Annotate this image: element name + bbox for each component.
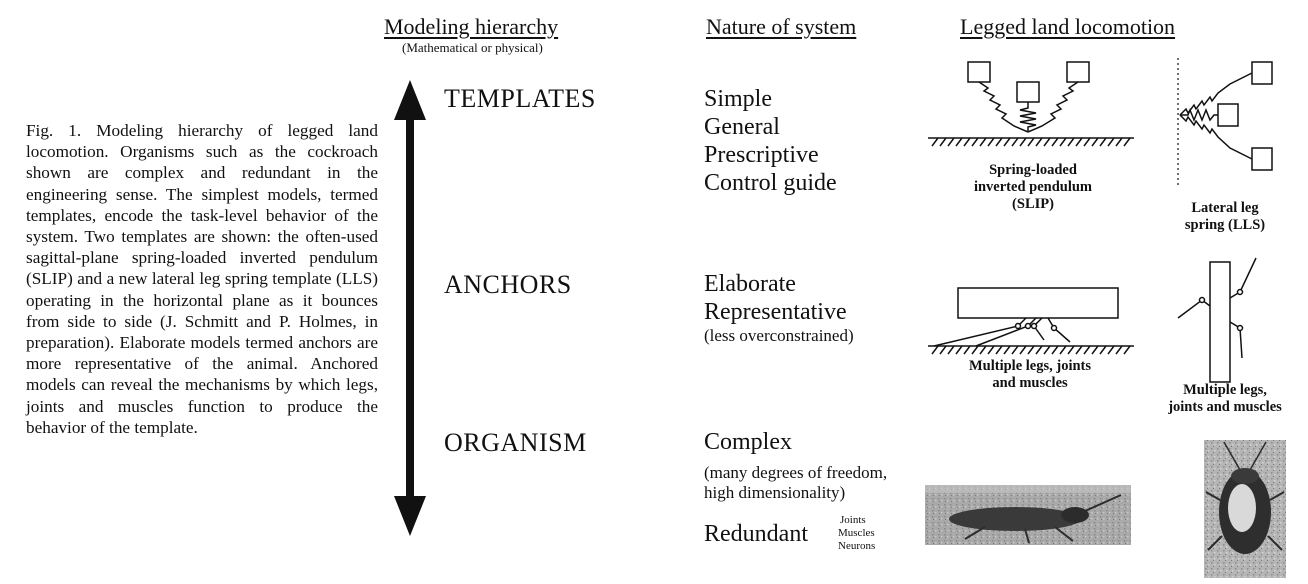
slip-label-line1: Spring-loaded [989,162,1077,178]
anchor-top-diagram [1177,257,1257,383]
lls-diagram [1177,58,1273,186]
anchor-side-label-line2: and muscles [992,375,1068,391]
header-legged-land-locomotion: Legged land locomotion [960,14,1176,39]
redundant-neurons: Neurons [838,540,876,552]
nature-anchors: Elaborate Representative [704,270,847,326]
nature-general: General [704,114,780,140]
level-anchors: ANCHORS [444,270,572,299]
level-templates: TEMPLATES [444,84,596,113]
slip-label-line2: inverted pendulum [973,179,1093,195]
lls-label-line1: Lateral leg [1191,200,1259,216]
figure-caption: Fig. 1. Modeling hierarchy of legged lan… [26,121,378,437]
slip-diagram [928,61,1134,147]
header-nature-of-system: Nature of system [706,14,857,39]
anchor-side-label-line1: Multiple legs, joints [968,358,1092,374]
anchor-side-diagram [928,287,1134,355]
nature-dof: (many degrees of freedom, [704,463,888,482]
header-modeling-hierarchy-sub: (Mathematical or physical) [402,40,543,55]
nature-control-guide: Control guide [704,170,837,196]
anchor-top-label-line2: joints and muscles [1168,399,1282,415]
nature-representative: Representative [704,299,847,325]
hierarchy-arrow [394,80,426,536]
nature-prescriptive: Prescriptive [704,142,819,168]
lls-label: Lateral leg spring (LLS) [1170,200,1280,234]
nature-complex: Complex [704,429,792,455]
nature-organism-note: (many degrees of freedom, high dimension… [704,463,887,503]
header-modeling-hierarchy: Modeling hierarchy [384,14,559,39]
anchor-side-label: Multiple legs, joints and muscles [930,358,1130,392]
lls-label-line2: spring (LLS) [1184,217,1266,233]
nature-dimensionality: high dimensionality) [704,483,846,502]
redundant-joints: Joints [840,514,866,526]
slip-label: Spring-loaded inverted pendulum (SLIP) [933,162,1133,213]
slip-label-line3: (SLIP) [1012,196,1054,212]
redundant-muscles: Muscles [838,527,875,539]
cockroach-side-photo [925,485,1131,545]
nature-elaborate: Elaborate [704,271,796,297]
anchor-top-label: Multiple legs, joints and muscles [1150,382,1300,416]
cockroach-top-photo [1204,440,1286,578]
nature-templates: Simple General Prescriptive Control guid… [704,85,837,197]
redundant-items: Joints Muscles Neurons [838,514,875,553]
level-organism: ORGANISM [444,428,587,457]
anchor-top-label-line1: Multiple legs, [1183,382,1267,398]
nature-simple: Simple [704,86,773,112]
nature-anchors-note: (less overconstrained) [704,326,854,345]
nature-redundant: Redundant [704,521,808,547]
